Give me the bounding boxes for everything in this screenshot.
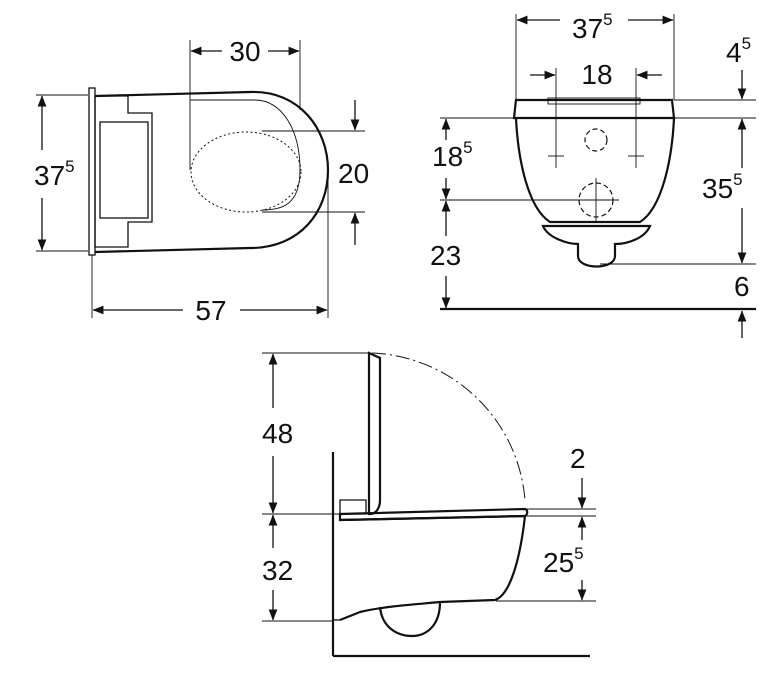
upper-hole bbox=[584, 128, 608, 152]
wall-flange bbox=[88, 87, 96, 256]
lid-upright bbox=[367, 351, 382, 516]
lid-swing-arc bbox=[371, 352, 526, 501]
bowl-outline-top bbox=[94, 90, 330, 254]
dim-lid-height: 48 bbox=[262, 418, 293, 449]
dim-seat-height: 20 bbox=[338, 158, 369, 189]
dim-drain: 23 bbox=[430, 240, 461, 271]
dim-rim: 45 bbox=[726, 34, 751, 68]
bowl-side bbox=[339, 514, 527, 622]
trap-outlet bbox=[541, 224, 652, 268]
bowl-opening bbox=[190, 131, 302, 213]
dim-upper: 185 bbox=[432, 138, 473, 172]
dim-hole-spacing: 18 bbox=[581, 59, 612, 90]
seat-hinge bbox=[547, 97, 641, 105]
cistern-block bbox=[94, 95, 153, 248]
dim-bowl-height: 255 bbox=[543, 544, 584, 578]
dim-width: 375 bbox=[572, 10, 613, 44]
cistern-plate bbox=[99, 121, 149, 219]
dim-length: 57 bbox=[195, 295, 226, 326]
dim-seat-opening: 30 bbox=[229, 36, 260, 67]
dim-floor-gap: 6 bbox=[734, 271, 750, 302]
trap-side bbox=[378, 601, 442, 638]
front-view: 375 18 45 185 23 355 6 bbox=[430, 10, 756, 338]
hinge-block bbox=[339, 499, 367, 515]
dim-seat-thickness: 2 bbox=[570, 443, 586, 474]
side-view: 48 32 2 255 bbox=[262, 351, 596, 658]
seat-rim-top bbox=[190, 99, 301, 211]
dim-overall: 355 bbox=[702, 170, 743, 204]
rim-band bbox=[512, 98, 676, 120]
bowl-body-front bbox=[514, 117, 676, 224]
dim-depth: 375 bbox=[34, 157, 75, 191]
dim-seat-level: 32 bbox=[262, 555, 293, 586]
top-view: 375 30 20 57 bbox=[34, 36, 369, 326]
